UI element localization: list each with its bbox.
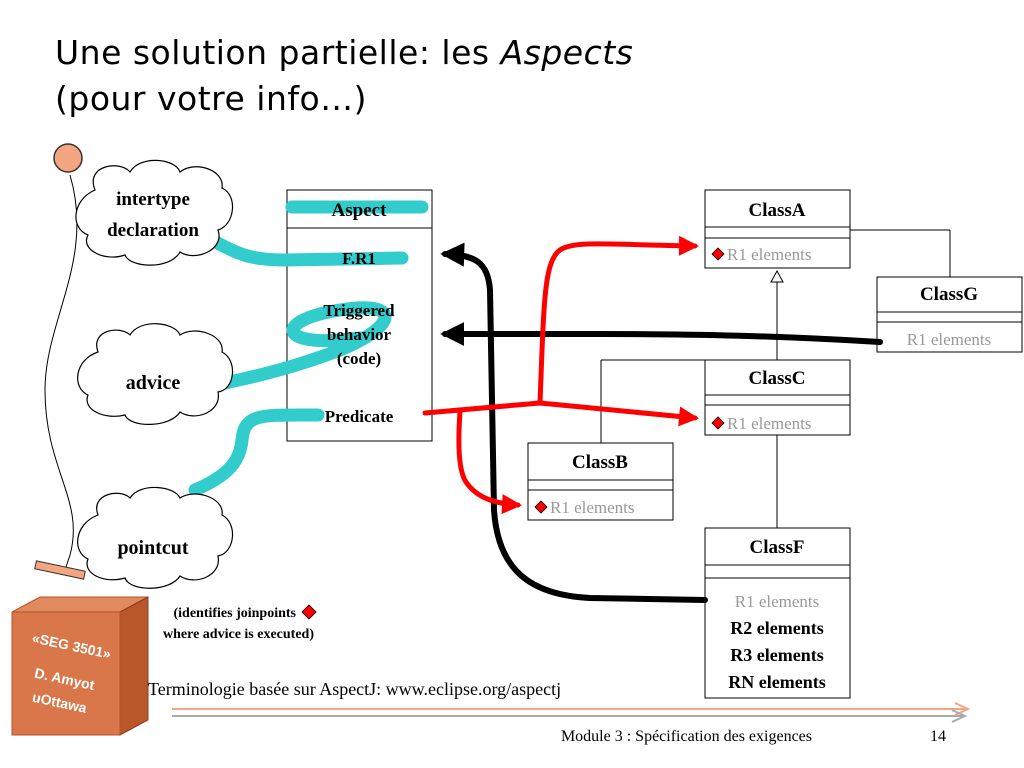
joinpoint-diamond-icon xyxy=(301,604,317,620)
class-f-attr-3: R3 elements xyxy=(730,645,823,665)
joinpoint-diamond-icon xyxy=(534,500,548,514)
course-badge: «SEG 3501» D. Amyot uOttawa xyxy=(11,596,149,736)
teal-connectors xyxy=(188,200,429,497)
class-c-attr: R1 elements xyxy=(727,414,812,433)
aspect-triggered-2: behavior xyxy=(327,325,392,344)
footer-arrows xyxy=(172,702,971,723)
pointcut-label: pointcut xyxy=(117,537,188,559)
class-f: ClassF R1 elements R2 elements R3 elemen… xyxy=(704,527,851,699)
aspect-predicate: Predicate xyxy=(325,407,394,426)
pointcut-cloud: pointcut xyxy=(77,486,234,589)
class-a-attr: R1 elements xyxy=(727,245,812,264)
class-b: ClassB R1 elements xyxy=(527,442,674,521)
pin-head xyxy=(53,143,83,173)
pin-diagram xyxy=(34,143,86,580)
class-g-attr: R1 elements xyxy=(907,330,992,349)
class-b-attr: R1 elements xyxy=(550,498,635,517)
advice-cloud: advice xyxy=(77,323,234,425)
class-f-attr-2: R2 elements xyxy=(730,618,823,638)
aspect-fr1: F.R1 xyxy=(342,249,376,268)
title-line-2: (pour votre info…) xyxy=(55,79,368,118)
inheritance-triangle xyxy=(770,269,784,283)
class-b-name: ClassB xyxy=(572,452,628,473)
class-a-name: ClassA xyxy=(748,200,805,221)
red-arrow-to-class-c xyxy=(422,400,699,427)
class-f-attr-4: RN elements xyxy=(728,672,825,692)
footer-module: Module 3 : Spécification des exigences xyxy=(561,728,812,745)
class-g: ClassG R1 elements xyxy=(876,276,1023,353)
red-arrow-to-class-b xyxy=(456,409,522,515)
red-arrow-to-class-a xyxy=(537,235,699,406)
title-emphasis: Aspects xyxy=(500,33,634,72)
class-g-name: ClassG xyxy=(920,284,978,305)
joinpoint-note-2: where advice is executed) xyxy=(163,627,314,642)
joinpoint-diamond-icon xyxy=(711,416,725,430)
black-arrow-f-to-fr1 xyxy=(440,242,708,603)
class-c-name: ClassC xyxy=(748,368,805,389)
terminology-text: Terminologie basée sur AspectJ: www.ecli… xyxy=(148,679,561,699)
advice-label: advice xyxy=(126,372,181,394)
class-f-name: ClassF xyxy=(750,537,805,558)
slide-title: Une solution partielle: les Aspects (pou… xyxy=(55,30,633,122)
class-c: ClassC R1 elements xyxy=(704,359,851,436)
aspect-triggered-1: Triggered xyxy=(323,301,395,320)
joinpoint-note-1: (identifies joinpoints xyxy=(173,606,296,621)
black-arrow-g-to-triggered xyxy=(440,322,883,346)
aspect-name: Aspect xyxy=(332,200,388,221)
title-text: Une solution partielle: les xyxy=(55,33,501,72)
joinpoint-diamond-icon xyxy=(711,247,725,261)
page-number: 14 xyxy=(930,728,946,745)
class-f-attr-1: R1 elements xyxy=(735,592,820,611)
intertype-label-2: declaration xyxy=(107,220,199,241)
intertype-label-1: intertype xyxy=(116,189,190,210)
aspect-triggered-3: (code) xyxy=(337,349,381,368)
red-arrows xyxy=(422,235,699,515)
class-a: ClassA R1 elements xyxy=(704,189,851,269)
intertype-cloud: intertype declaration xyxy=(75,159,234,266)
black-arrows xyxy=(440,242,883,603)
pin-base xyxy=(34,560,86,580)
